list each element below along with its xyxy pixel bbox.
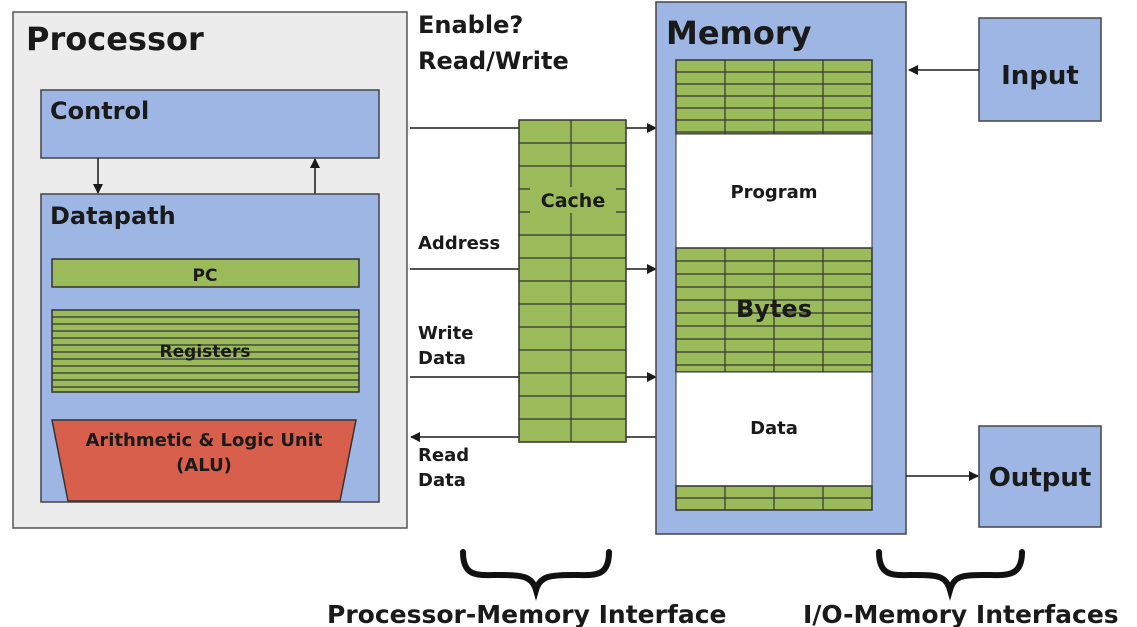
memory-title: Memory <box>666 14 812 52</box>
processor-title: Processor <box>26 20 204 58</box>
read-data-label-1: Read <box>418 445 469 466</box>
pc-label: PC <box>193 266 218 286</box>
alu-label-line1: Arithmetic & Logic Unit <box>85 430 322 451</box>
bytes-grid-lines <box>676 248 872 372</box>
processor-memory-interface-label: Processor-Memory Interface <box>327 600 727 627</box>
write-data-label-2: Data <box>418 348 466 369</box>
output-label: Output <box>989 463 1092 493</box>
registers-lines <box>52 316 359 388</box>
processor-memory-brace <box>460 549 612 601</box>
control-label: Control <box>50 97 149 125</box>
cache-label-bg <box>530 187 616 213</box>
alu-label-line2: (ALU) <box>176 455 232 476</box>
program-label: Program <box>730 182 817 203</box>
cache-label: Cache <box>541 190 605 212</box>
pc-register <box>51 258 360 288</box>
input-box <box>978 17 1102 122</box>
datapath-label: Datapath <box>50 202 176 230</box>
data-region <box>675 371 873 487</box>
address-label: Address <box>418 233 500 254</box>
io-memory-interface-label: I/O-Memory Interfaces <box>803 600 1119 627</box>
io-memory-brace <box>876 549 1025 601</box>
bytes-label: Bytes <box>736 295 812 323</box>
alu-shape <box>51 419 357 502</box>
read-write-label: Read/Write <box>418 47 569 75</box>
memory-top-grid-lines <box>676 60 872 134</box>
enable-label: Enable? <box>418 11 523 39</box>
data-label: Data <box>750 418 798 439</box>
input-label: Input <box>1001 61 1079 91</box>
write-data-label-1: Write <box>418 323 473 344</box>
output-box <box>978 425 1102 528</box>
program-region <box>675 133 873 249</box>
control-box <box>40 89 380 159</box>
read-data-label-2: Data <box>418 470 466 491</box>
memory-bottom-grid-lines <box>676 486 872 510</box>
registers-label: Registers <box>160 342 251 362</box>
